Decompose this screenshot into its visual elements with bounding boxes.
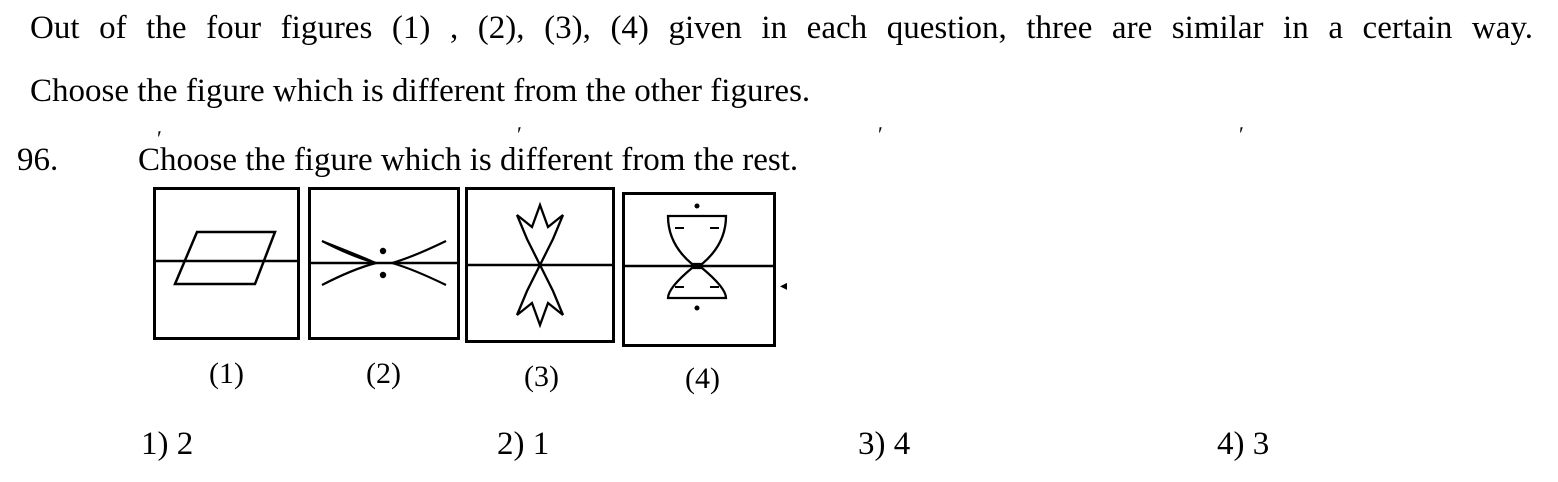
option-4[interactable]: 4) 3 xyxy=(1217,426,1270,462)
figure-2 xyxy=(308,187,460,340)
option-3[interactable]: 3) 4 xyxy=(858,426,911,462)
figure-label-3: (3) xyxy=(524,360,559,393)
option-1[interactable]: 1) 2 xyxy=(141,426,194,462)
figure-1 xyxy=(153,187,300,340)
stray-mark: ◂ xyxy=(780,279,788,294)
figure-label-4: (4) xyxy=(685,362,720,395)
instruction-line-1: Out of the four figures (1) , (2), (3), … xyxy=(30,10,1533,46)
tick-mark: ʹ xyxy=(157,126,162,151)
question-number: 96. xyxy=(17,142,59,178)
tick-mark: ʹ xyxy=(878,122,883,147)
option-2[interactable]: 2) 1 xyxy=(497,426,550,462)
figure-3 xyxy=(465,187,615,343)
instruction-line-2: Choose the figure which is different fro… xyxy=(30,73,811,109)
figure-label-1: (1) xyxy=(209,357,244,390)
tick-mark: ʹ xyxy=(1239,122,1244,147)
figure-label-2: (2) xyxy=(366,357,401,390)
figure-4 xyxy=(622,192,776,347)
tick-mark: ʹ xyxy=(517,122,522,147)
question-text: Choose the figure which is different fro… xyxy=(138,142,799,178)
